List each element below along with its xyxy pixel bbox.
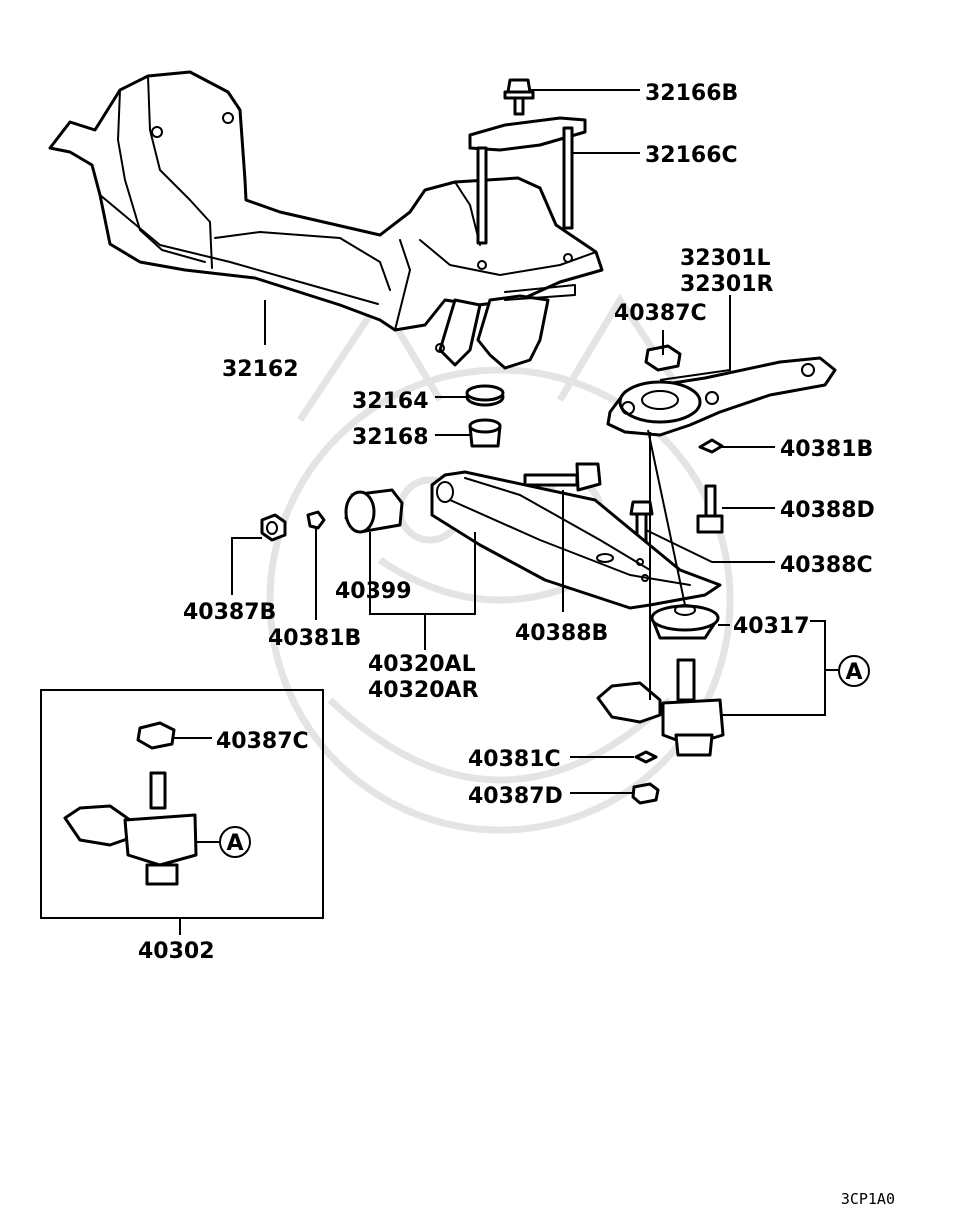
kit-box-40302 [40,689,324,919]
washer-32164[interactable] [465,384,505,407]
bushing-40399[interactable] [344,488,404,534]
label-32168: 32168 [352,425,429,450]
strut-bar-32301[interactable] [606,356,837,437]
leader-lines [174,89,838,935]
label-40381C: 40381C [468,747,561,772]
ball-joint-right[interactable] [596,658,725,757]
bushing-32168[interactable] [468,418,502,448]
nut-40387C-top[interactable] [644,344,682,372]
bump-stopper-40317[interactable] [650,604,720,640]
bolt-40388D[interactable] [696,484,724,534]
label-40388C: 40388C [780,553,873,578]
label-40302: 40302 [138,939,215,964]
label-32166C: 32166C [645,143,738,168]
label-40399: 40399 [335,579,412,604]
label-40381B-left: 40381B [268,626,361,651]
label-40320AR: 40320AR [368,678,479,703]
nut-40387B[interactable] [260,513,287,542]
clip-40381B-right[interactable] [698,438,724,454]
label-40387C-box: 40387C [216,729,309,754]
diagram-code: 3CP1A0 [841,1190,895,1208]
label-32162: 32162 [222,357,299,382]
crossmember-32162[interactable] [48,70,604,370]
nut-40387C-box[interactable] [136,721,176,750]
label-40388B: 40388B [515,621,608,646]
label-40387C-top: 40387C [614,301,707,326]
label-32301R: 32301R [680,272,774,297]
bolt-40388B[interactable] [523,462,602,492]
label-40381B-right: 40381B [780,437,873,462]
label-40388D: 40388D [780,498,875,523]
label-32301L: 32301L [680,246,771,271]
label-40387B: 40387B [183,600,276,625]
label-32166B: 32166B [645,81,738,106]
ball-joint-40302[interactable] [63,771,198,886]
label-32164: 32164 [352,389,429,414]
bolt-32166B[interactable] [503,78,535,116]
clip-40381B-left[interactable] [306,510,326,530]
callout-a-box: A [219,826,251,858]
callout-a-box-label: A [226,831,243,856]
callout-a-right-label: A [845,660,862,685]
callout-a-right: A [838,655,870,687]
label-40320AL: 40320AL [368,652,476,677]
nut-40387D[interactable] [631,782,660,805]
label-40317: 40317 [733,614,810,639]
label-40387D: 40387D [468,784,563,809]
clip-40381C[interactable] [634,750,658,764]
lower-arm-40320[interactable] [430,470,722,610]
bracket-32166C[interactable] [468,116,587,245]
